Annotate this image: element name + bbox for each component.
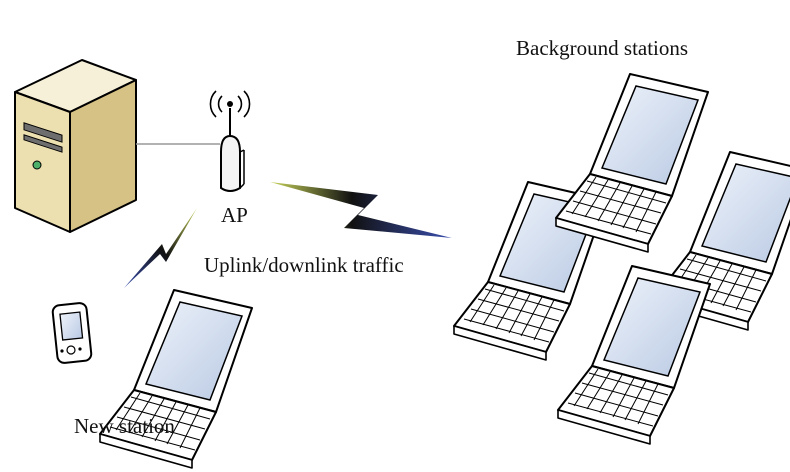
laptop-icon: [557, 265, 711, 445]
lightning-bolt-icon: [270, 182, 452, 238]
traffic-label: Uplink/downlink traffic: [204, 253, 404, 277]
ap-label: AP: [221, 203, 248, 227]
laptop-icon: [99, 289, 253, 469]
new-station-label: New station: [74, 414, 175, 438]
access-point-icon: [209, 90, 251, 192]
lightning-bolt-icon: [124, 208, 197, 288]
smartphone-icon: [51, 302, 93, 364]
server-icon: [14, 59, 137, 233]
laptop-icon: [555, 73, 709, 253]
background-stations-label: Background stations: [516, 36, 689, 60]
